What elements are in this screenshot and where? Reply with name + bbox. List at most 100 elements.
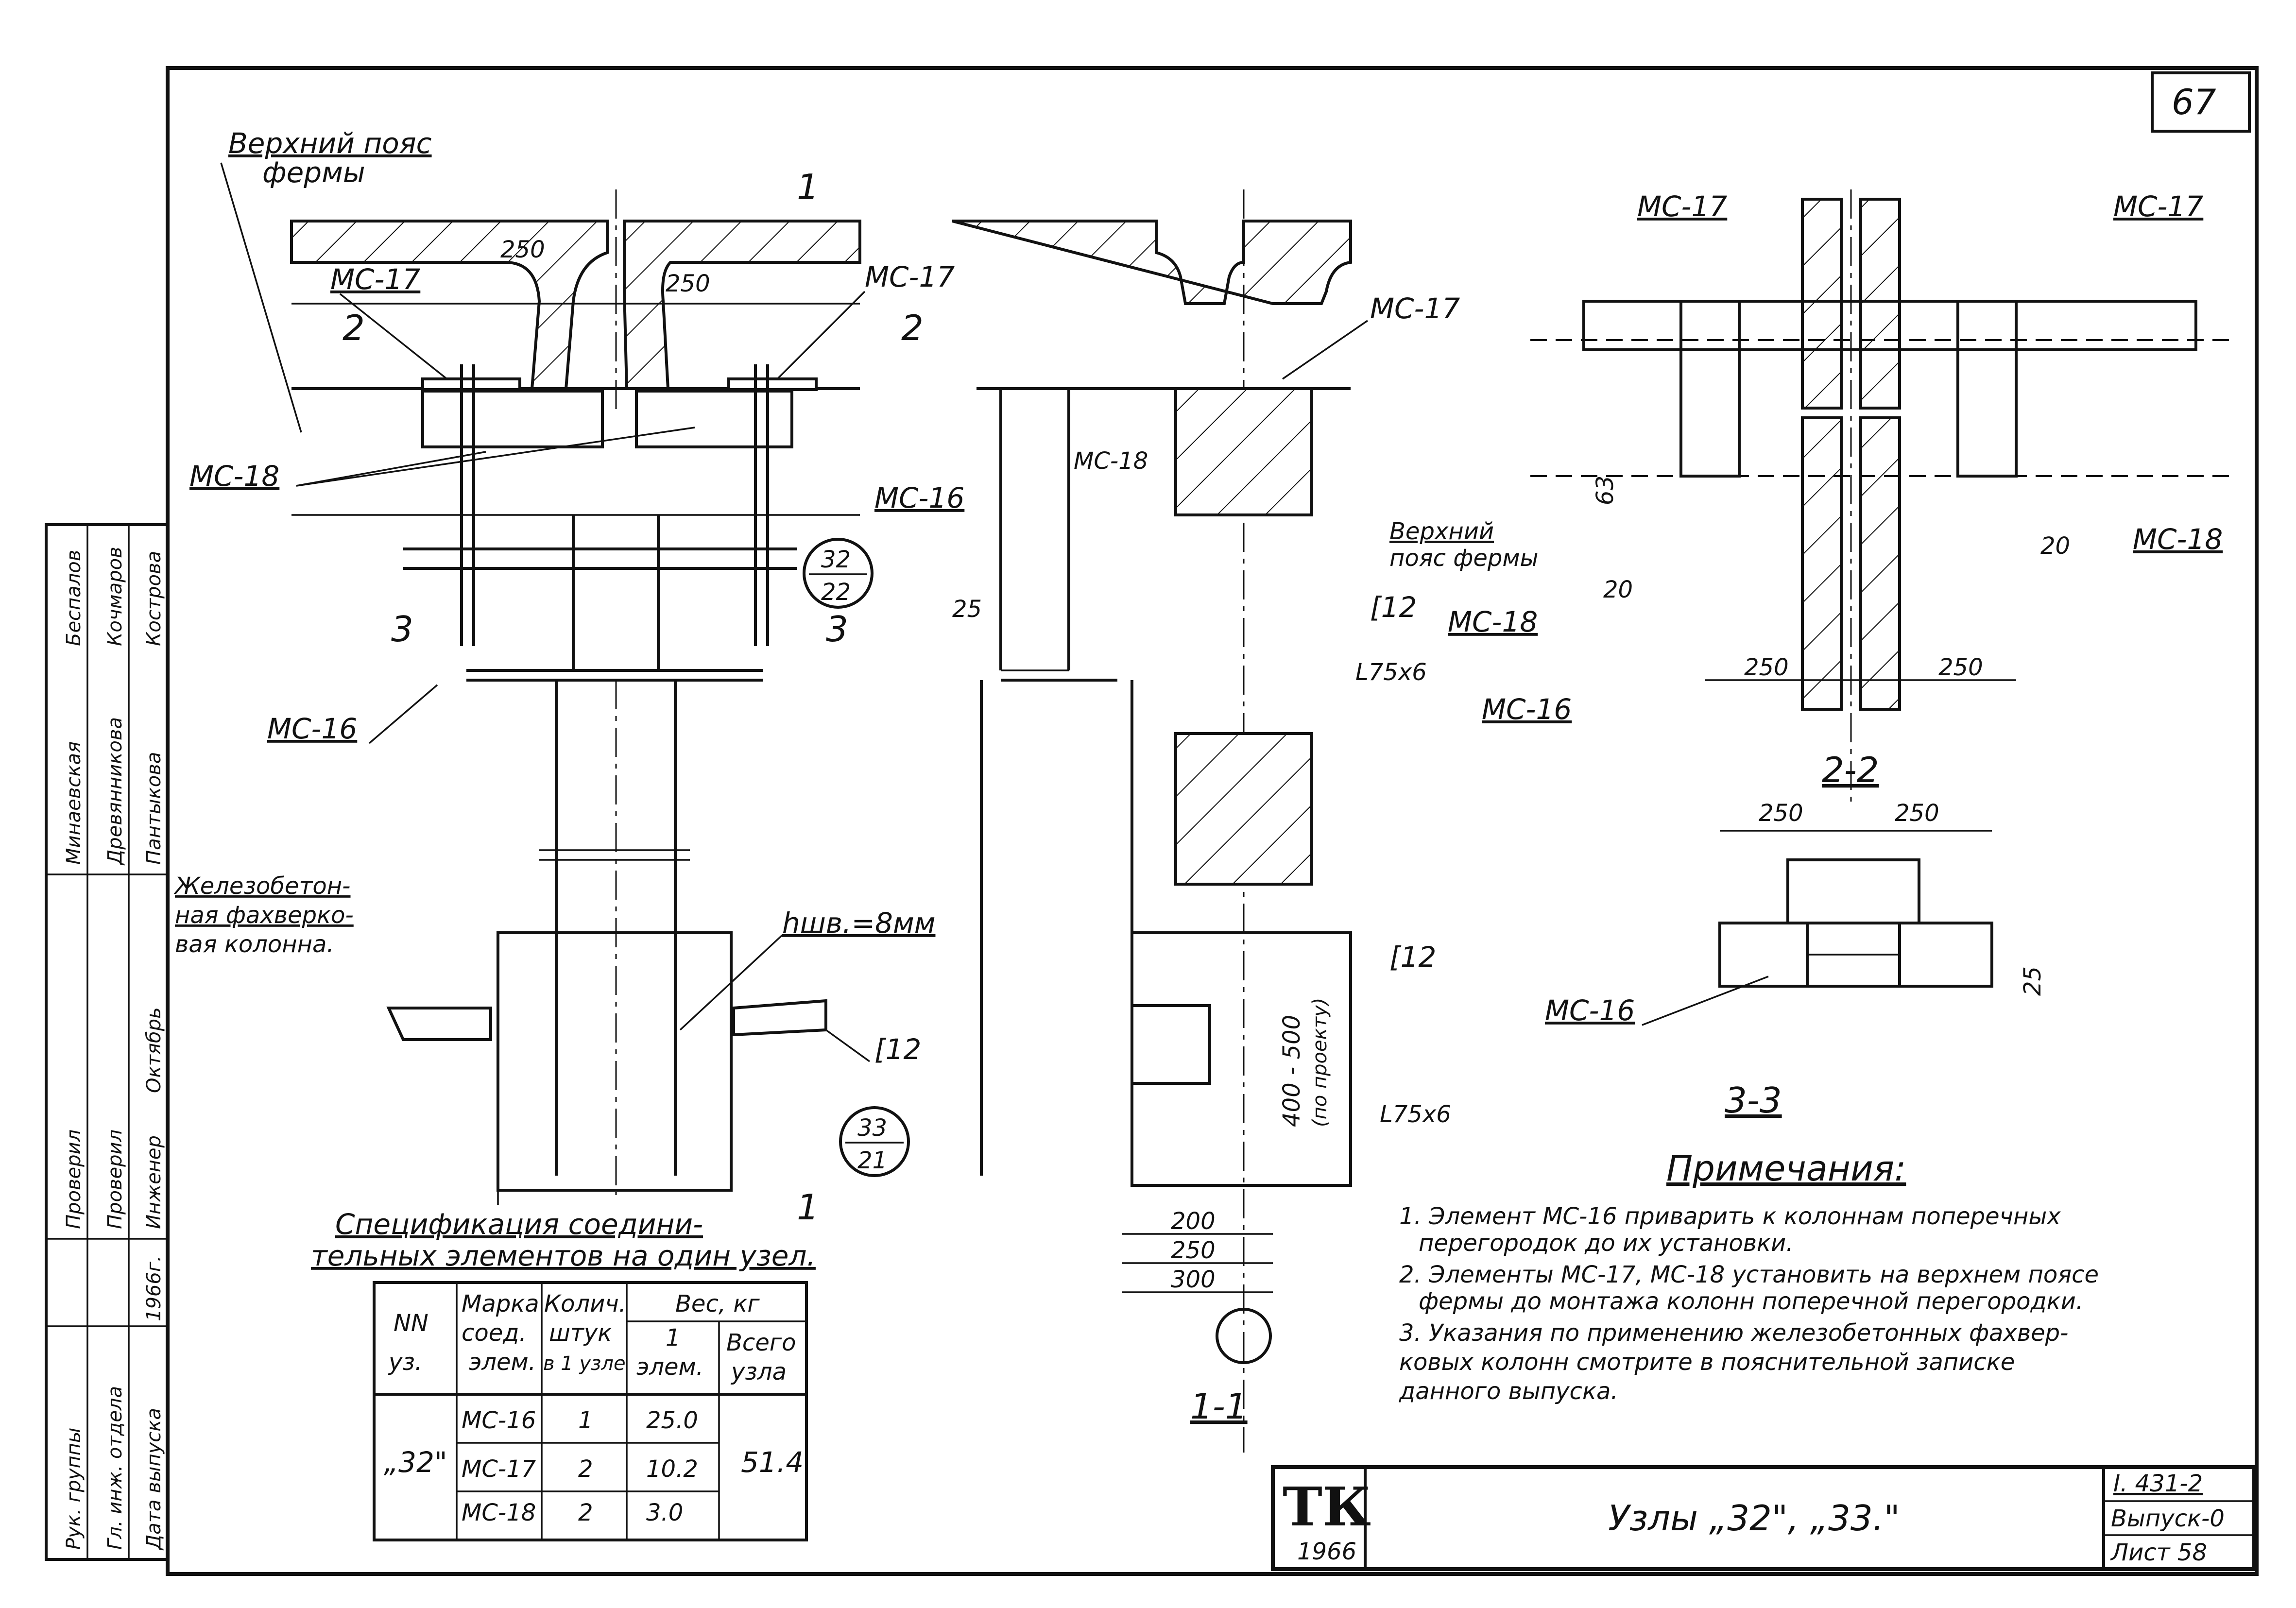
mc16-frame xyxy=(403,364,797,682)
s11-label-c12: [12 xyxy=(1370,591,1417,624)
stamp-role-2: Проверил xyxy=(104,1129,126,1229)
sheet-number: 67 xyxy=(2172,82,2216,122)
stamp-role-3: Проверил xyxy=(63,1129,85,1229)
spec-h-nn: NN xyxy=(394,1310,428,1337)
s11-label-mc17: МС-17 xyxy=(1370,292,1460,325)
mc17-plate-left xyxy=(421,377,521,391)
cut-2-left: 2 xyxy=(343,308,365,348)
stamp-tk: ТК xyxy=(1283,1475,1371,1538)
stamp-role-4: Рук. группы xyxy=(63,1428,85,1550)
dim-250-left: 250 xyxy=(500,236,545,263)
label-mc17-right: МС-17 xyxy=(865,260,955,293)
note-1b: перегородок до их установки. xyxy=(1419,1230,1793,1257)
stamp-name-6: Беспалов xyxy=(63,550,85,646)
s22-mc17-right xyxy=(1956,300,2018,478)
s22-dim-20-right: 20 xyxy=(2040,532,2070,560)
mc18-block-left xyxy=(421,390,604,448)
roof-slab-left xyxy=(290,220,609,390)
note-3b: ковых колонн смотрите в пояснительной за… xyxy=(1399,1349,2015,1376)
spec-table: Спецификация соедини- тельных элементов … xyxy=(311,1208,816,1541)
stamp-tk-year: 1966 xyxy=(1297,1538,1356,1565)
spec-h-qty-1: Колич. xyxy=(544,1290,626,1317)
s11-label-l75: L75x6 xyxy=(1355,659,1427,686)
s11-dim-300: 300 xyxy=(1171,1266,1216,1293)
note-1a: 1. Элемент МС-16 приварить к колоннам по… xyxy=(1399,1203,2061,1230)
mc18-block-right xyxy=(635,390,793,448)
spec-h-mark-2: соед. xyxy=(462,1319,527,1347)
stamp-role-6: Дата выпуска xyxy=(143,1408,165,1551)
s22-label-top-chord-2: пояс фермы xyxy=(1389,545,1538,572)
section-3-3: 250 250 25 МС-16 3-3 xyxy=(1545,800,2046,1121)
spec-h-mark-1: Марка xyxy=(462,1290,539,1317)
node-32-bottom: 22 xyxy=(821,579,851,606)
label-column-2: ная фахверко- xyxy=(175,902,354,929)
s33-dim-250-right: 250 xyxy=(1895,800,1939,827)
s22-label-mc18-right: МС-18 xyxy=(2133,523,2223,556)
spec-row-1-weight: 25.0 xyxy=(646,1407,698,1434)
s11-dim-25: 25 xyxy=(952,596,982,623)
spec-row-2-qty: 2 xyxy=(578,1455,593,1483)
spec-h-qty-3: в 1 узле xyxy=(543,1352,626,1375)
s11-label-mc18: МС-18 xyxy=(1074,447,1148,475)
spec-total: 51.4 xyxy=(741,1446,804,1479)
sheet-series: I. 431-2 xyxy=(2113,1470,2203,1497)
spec-h-per-1: 1 xyxy=(666,1324,681,1351)
s22-dim-250-left: 250 xyxy=(1744,654,1789,681)
s11-dim-400-500: 400 - 500 xyxy=(1278,1015,1305,1127)
node-33-bottom: 21 xyxy=(857,1147,887,1174)
s22-label-top-chord: Верхний xyxy=(1389,518,1494,545)
sheet-list: Лист 58 xyxy=(2110,1539,2207,1566)
s33-dim-25: 25 xyxy=(2019,966,2046,996)
sheet-issue: Выпуск-0 xyxy=(2111,1505,2225,1532)
spec-title-1: Спецификация соедини- xyxy=(335,1208,703,1241)
cut-3-left: 3 xyxy=(391,609,413,650)
note-3c: данного выпуска. xyxy=(1399,1378,1618,1405)
dim-250-right: 250 xyxy=(666,270,710,297)
spec-row-1-mark: МС-16 xyxy=(462,1407,536,1434)
spec-row: МС-18 2 3.0 xyxy=(462,1499,683,1526)
title-block: ТК 1966 Узлы „32", „33." I. 431-2 Выпуск… xyxy=(1271,1465,2256,1571)
node-32-bubble xyxy=(803,538,874,609)
section-3-3-title: 3-3 xyxy=(1725,1080,1782,1121)
stamp-role-1: Инженер xyxy=(143,1135,165,1229)
s11-label-c12-b: [12 xyxy=(1389,941,1436,974)
spec-title-2: тельных элементов на один узел. xyxy=(311,1239,816,1272)
spec-row-3-mark: МС-18 xyxy=(462,1499,536,1526)
stamp-name-3: Минаевская xyxy=(63,741,85,865)
stamp-name-4: Кострова xyxy=(143,551,165,646)
s22-label-mc17-right: МС-17 xyxy=(2113,190,2203,223)
stamp-role-5: Гл. инж. отдела xyxy=(104,1386,126,1550)
spec-node: „32" xyxy=(384,1446,447,1479)
section-column-top xyxy=(1174,387,1313,516)
spec-row-2-mark: МС-17 xyxy=(462,1455,536,1483)
spec-h-uz: уз. xyxy=(388,1349,422,1376)
spec-row-3-qty: 2 xyxy=(578,1499,593,1526)
stamp-year: 1966г. xyxy=(143,1255,165,1321)
label-mc18: МС-18 xyxy=(189,460,279,493)
cut-1-bottom: 1 xyxy=(797,1187,819,1228)
spec-h-weight: Вес, кг xyxy=(675,1290,760,1317)
cut-1-top: 1 xyxy=(797,167,819,207)
spec-row: МС-17 2 10.2 xyxy=(462,1455,698,1483)
s22-label-mc16: МС-16 xyxy=(1482,693,1572,726)
s22-label-mc18-left: МС-18 xyxy=(1448,605,1538,638)
cut-3-right: 3 xyxy=(826,609,848,650)
spec-h-total-2: узла xyxy=(730,1358,787,1386)
label-weld: hшв.=8мм xyxy=(782,907,935,940)
spec-row: МС-16 1 25.0 xyxy=(462,1407,698,1434)
sheet-title: Узлы „32", „33." xyxy=(1608,1498,1900,1539)
reinforced-column xyxy=(497,680,733,1205)
stamp-name-5: Кочмаров xyxy=(104,547,126,646)
mc17-plate-right xyxy=(727,377,818,391)
spec-h-mark-3: элем. xyxy=(469,1349,536,1376)
s11-dim-250: 250 xyxy=(1171,1237,1216,1264)
label-column-3: вая колонна. xyxy=(175,931,334,958)
s33-dim-250-left: 250 xyxy=(1759,800,1803,827)
stamp-name-1: Пантыкова xyxy=(143,752,165,865)
section-2-2-title: 2-2 xyxy=(1822,750,1879,790)
spec-h-qty-2: штук xyxy=(549,1319,612,1347)
s22-dim-63: 63 xyxy=(1592,476,1619,505)
node-33-top: 33 xyxy=(857,1114,887,1142)
cut-2-right: 2 xyxy=(901,308,924,348)
